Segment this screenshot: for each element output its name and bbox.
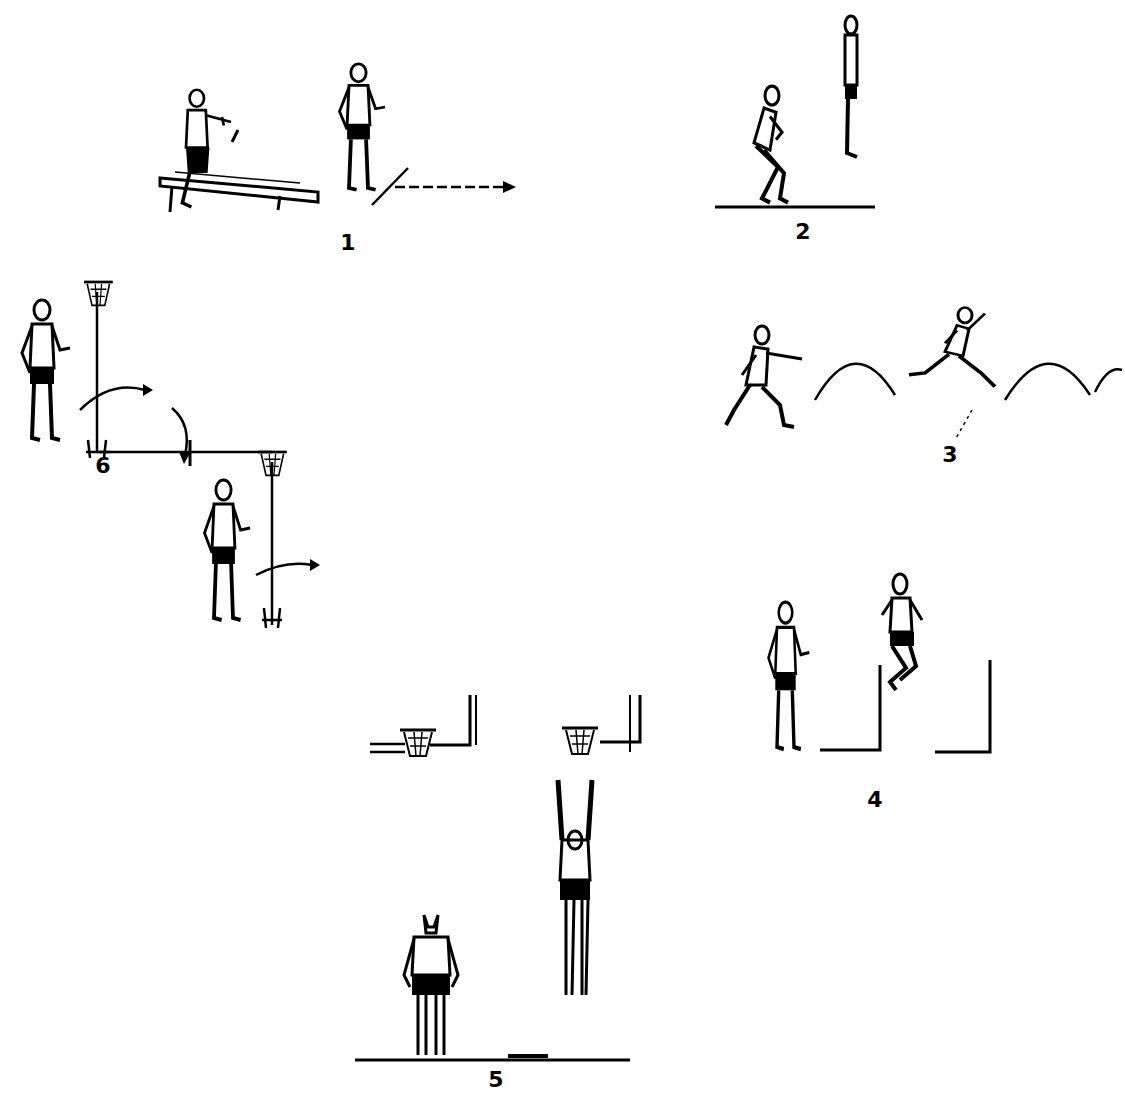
callout-number: 2 [795, 221, 810, 243]
callout-number: 6 [95, 455, 110, 477]
callout-number: 4 [867, 789, 882, 811]
callout-number: 3 [942, 444, 957, 466]
callout-number: 5 [488, 1069, 503, 1091]
callout-number: 1 [340, 232, 355, 254]
